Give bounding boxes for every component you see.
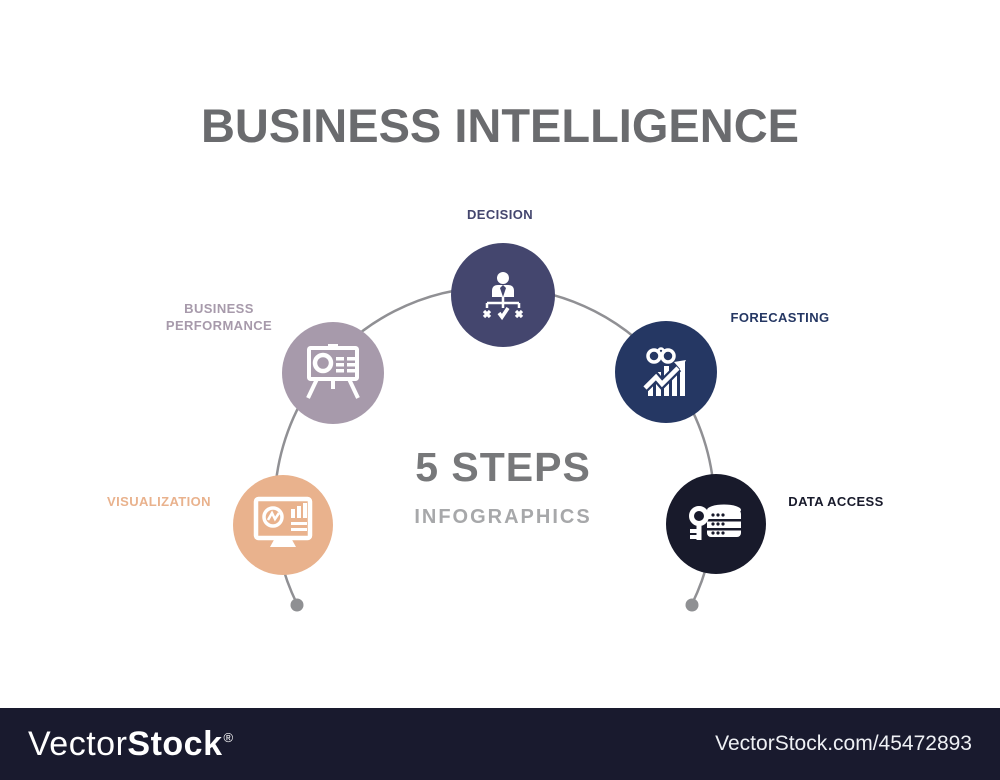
logo-text-bold: Stock [127, 724, 223, 763]
logo-text-regular: Vector [28, 724, 128, 763]
decision-person-icon [482, 272, 524, 321]
presentation-board-icon [306, 344, 360, 399]
watermark-url: VectorStock.com/45472893 [715, 732, 972, 755]
arc-end-dot-right [685, 598, 699, 612]
registered-trademark-icon: ® [223, 730, 234, 746]
step-circle-decision [451, 243, 555, 347]
steps-count-heading: 5 STEPS [415, 444, 591, 490]
step-circle-business-performance [282, 322, 384, 424]
step-label-forecasting: FORECASTING [730, 310, 830, 325]
key-database-icon [689, 504, 741, 540]
step-label-business-performance: BUSINESS PERFORMANCE [165, 301, 273, 333]
binoculars-forecast-chart-icon [641, 347, 686, 396]
infographics-subheading: INFOGRAPHICS [414, 506, 592, 528]
vectorstock-logo: VectorStock® [28, 725, 234, 764]
monitor-dashboard-icon [253, 496, 313, 547]
step-label-visualization: VISUALIZATION [107, 494, 211, 509]
arc-end-dot-left [290, 598, 304, 612]
step-circle-visualization [233, 475, 333, 575]
page-title: BUSINESS INTELLIGENCE [200, 99, 799, 152]
step-label-data-access: DATA ACCESS [788, 494, 884, 509]
step-circle-data-access [666, 474, 766, 574]
step-circle-forecasting [615, 321, 717, 423]
watermark-bar: VectorStock® VectorStock.com/45472893 [0, 708, 1000, 780]
step-label-decision: DECISION [466, 207, 534, 222]
business-performance-circle [282, 322, 384, 424]
